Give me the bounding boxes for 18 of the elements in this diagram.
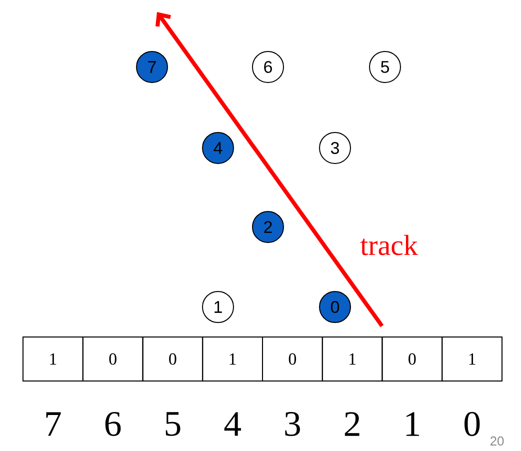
register-cell: 1: [22, 336, 84, 382]
bit-index: 0: [464, 412, 480, 436]
bit-index: 7: [46, 412, 61, 436]
page-number: 20: [490, 436, 504, 446]
bit-index: 2: [344, 412, 360, 436]
bit-index: 3: [285, 412, 300, 436]
bit-index: 1: [406, 412, 420, 436]
register-cell: 0: [382, 336, 443, 382]
register-cell: 0: [262, 336, 323, 382]
register-cell: 1: [202, 336, 263, 382]
register-cell: 1: [442, 336, 502, 382]
bit-index: 5: [166, 412, 180, 436]
register-cell: 1: [322, 336, 383, 382]
bit-index: 4: [224, 412, 241, 436]
register-cell: 0: [142, 336, 204, 382]
bit-index: 6: [105, 412, 121, 436]
register-cell: 0: [82, 336, 144, 382]
arrow-label: track: [360, 234, 418, 256]
